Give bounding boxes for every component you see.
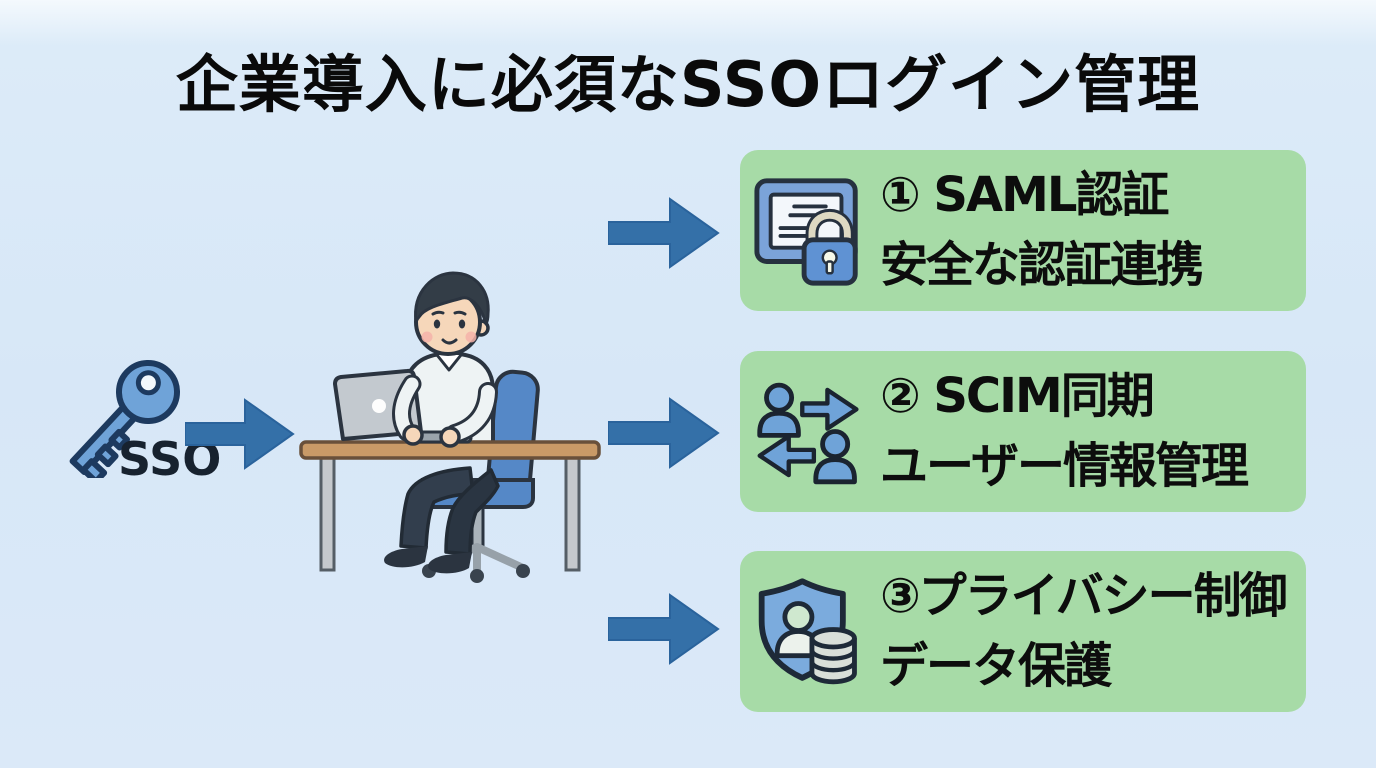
key-icon [69,360,180,478]
feature-box-privacy: ③プライバシー制御 データ保護 [740,551,1306,712]
flow-arrow-input-icon [185,398,295,470]
feature-box-saml: ① SAML認証 安全な認証連携 [740,150,1306,311]
flow-arrow-2-icon [608,397,720,469]
feature-line-2: 安全な認証連携 [880,236,1204,293]
feature-line-1: ① SAML認証 [880,167,1169,224]
feature-box-scim-text: ② SCIM同期 ユーザー情報管理 [880,362,1306,500]
certificate-lock-icon [740,172,880,290]
page-title: 企業導入に必須なSSOログイン管理 [175,48,1201,121]
feature-line-2: データ保護 [880,637,1112,694]
feature-line-1: ② SCIM同期 [880,368,1155,425]
flow-arrow-3-icon [608,593,720,665]
feature-box-scim: ② SCIM同期 ユーザー情報管理 [740,351,1306,512]
flow-arrow-1-icon [608,197,720,269]
feature-box-privacy-text: ③プライバシー制御 データ保護 [880,562,1306,700]
shield-user-database-icon [740,576,880,688]
person-at-desk-illustration [299,271,601,583]
feature-line-1: ③プライバシー制御 [880,568,1288,625]
feature-box-saml-text: ① SAML認証 安全な認証連携 [880,161,1306,299]
user-sync-icon [740,376,880,488]
feature-line-2: ユーザー情報管理 [880,437,1249,494]
